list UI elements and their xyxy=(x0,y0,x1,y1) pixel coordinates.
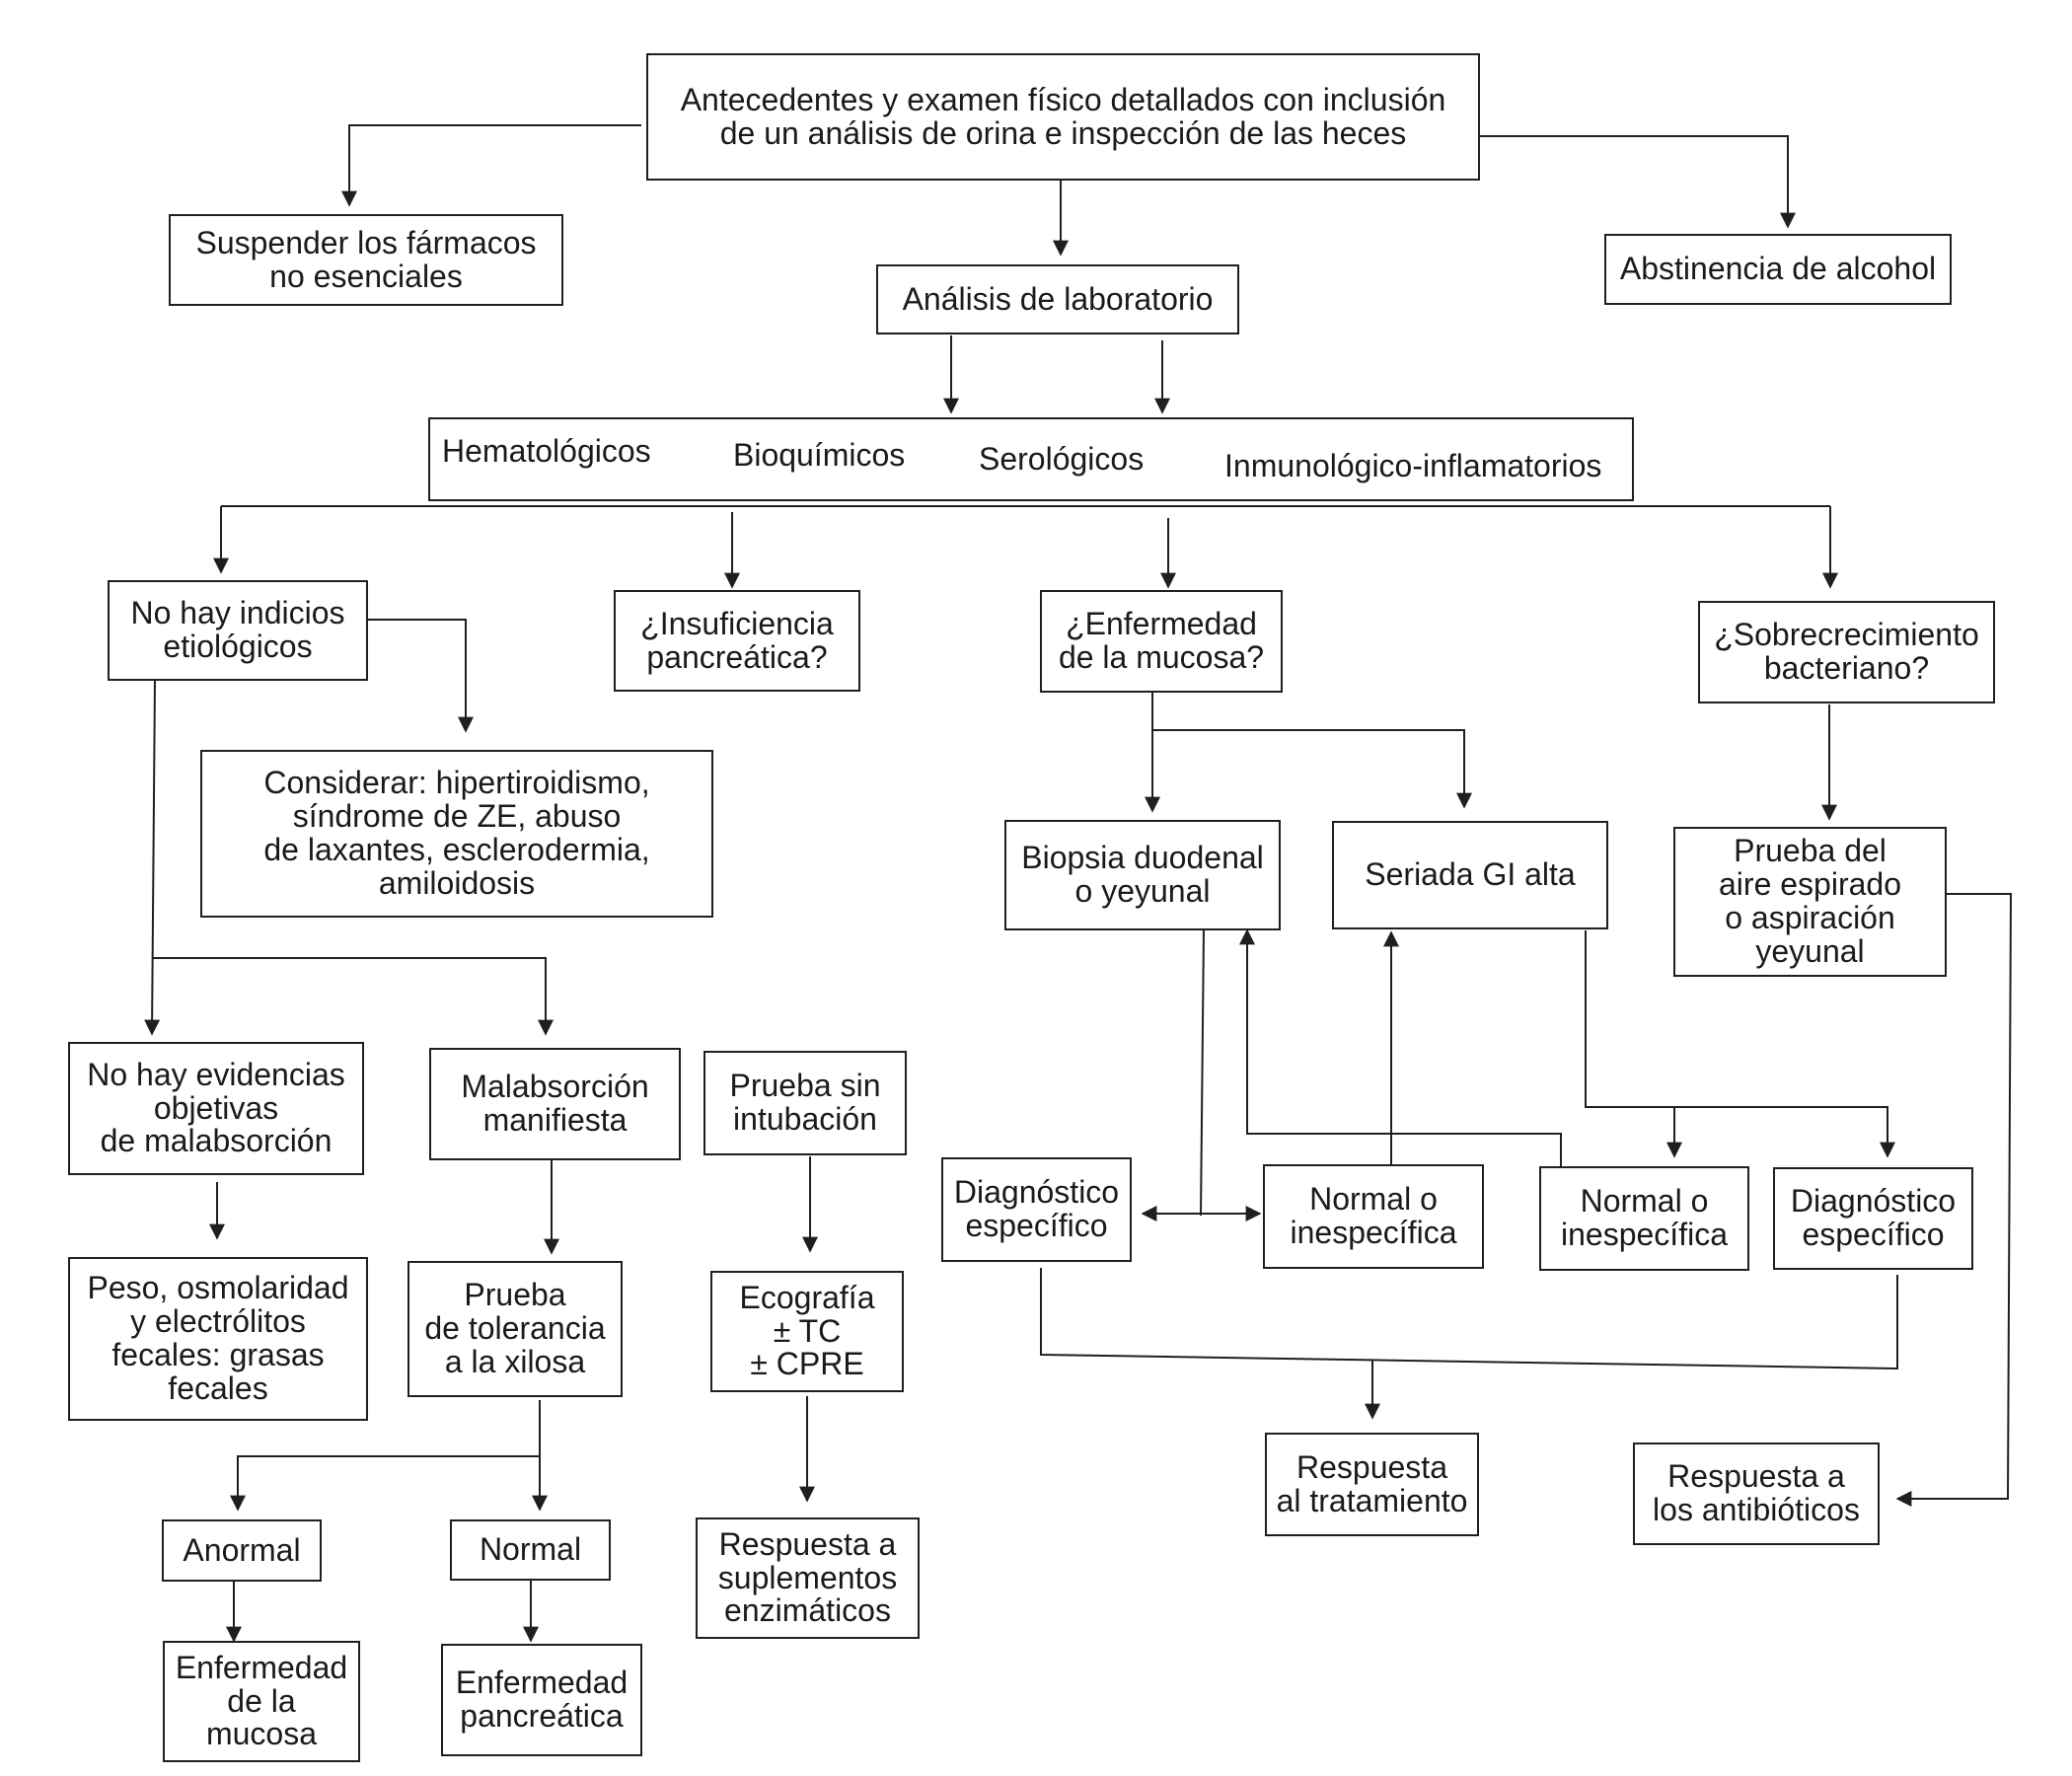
node-specific-dx-right-text: Diagnóstico específico xyxy=(1790,1183,1957,1252)
node-consider-text: Considerar: hipertiroidismo, síndrome de… xyxy=(263,765,650,901)
node-normal-right-text: Normal o inespecífica xyxy=(1561,1183,1728,1252)
node-pancreatic-insufficiency-text: ¿Insuficiencia pancreática? xyxy=(640,605,834,675)
arrow-no-clues-to-consider xyxy=(367,619,474,733)
node-xylose-text: Prueba de tolerancia a la xilosa xyxy=(424,1277,606,1379)
arrow-breath-to-antibiotic xyxy=(1895,893,2013,1507)
node-normal-text: Normal xyxy=(479,1531,582,1568)
node-enzyme-response-text: Respuesta a suplementos enzimáticos xyxy=(717,1525,898,1629)
node-normal-left: Normal o inespecífica xyxy=(1263,1164,1484,1269)
node-mucosal-disease-text: Enfermedad de la mucosa xyxy=(175,1649,348,1752)
node-biopsy-text: Biopsia duodenal o yeyunal xyxy=(1021,840,1264,909)
node-xylose: Prueba de tolerancia a la xilosa xyxy=(407,1261,623,1397)
node-imaging-text: Ecografía ± TC ± CPRE xyxy=(739,1279,875,1382)
biopsy-down xyxy=(1200,928,1205,1217)
node-stop-drugs-text: Suspender los fármacos no esenciales xyxy=(195,224,537,294)
node-tubeless-text: Prueba sin intubación xyxy=(729,1068,881,1137)
node-specific-dx-left: Diagnóstico específico xyxy=(941,1157,1132,1262)
node-breath-test-text: Prueba del aire espirado o aspiración ye… xyxy=(1719,833,1901,969)
xylose-split xyxy=(230,1400,541,1512)
node-mucosa-question-text: ¿Enfermedad de la mucosa? xyxy=(1058,606,1265,675)
node-no-clues-text: No hay indicios etiológicos xyxy=(130,595,345,664)
node-consider: Considerar: hipertiroidismo, síndrome de… xyxy=(200,750,713,918)
arrow-start-to-alcohol xyxy=(1478,135,1796,229)
mucosa-split xyxy=(1151,691,1472,809)
node-imaging: Ecografía ± TC ± CPRE xyxy=(710,1271,904,1392)
arrow-no-clues-to-manifest xyxy=(153,957,554,1036)
node-overgrowth-text: ¿Sobrecrecimiento bacteriano? xyxy=(1714,617,1979,686)
node-mucosal-disease: Enfermedad de la mucosa xyxy=(163,1641,360,1762)
node-lab-analysis-text: Análisis de laboratorio xyxy=(902,280,1214,317)
node-tubeless: Prueba sin intubación xyxy=(703,1051,907,1155)
node-pancreatic-disease: Enfermedad pancreática xyxy=(441,1644,642,1756)
arrow-start-to-stop-drugs xyxy=(341,124,641,207)
upper-gi-down xyxy=(1585,930,1895,1158)
arrow-normal-right-to-biopsy xyxy=(1239,928,1562,1167)
arrow-no-clues-to-no-evidence xyxy=(144,679,161,1036)
node-fecal: Peso, osmolaridad y electrólitos fecales… xyxy=(68,1257,368,1421)
node-alcohol-text: Abstinencia de alcohol xyxy=(1619,251,1937,287)
node-upper-gi: Seriada GI alta xyxy=(1332,821,1608,929)
node-treatment-response: Respuesta al tratamiento xyxy=(1265,1433,1479,1536)
node-manifest-text: Malabsorción manifiesta xyxy=(461,1069,649,1138)
node-antibiotic-response: Respuesta a los antibióticos xyxy=(1633,1443,1880,1545)
node-treatment-response-text: Respuesta al tratamiento xyxy=(1276,1448,1468,1518)
node-mucosa-question: ¿Enfermedad de la mucosa? xyxy=(1040,590,1283,693)
node-breath-test: Prueba del aire espirado o aspiración ye… xyxy=(1673,827,1947,977)
node-lab-types: Hematológicos Bioquímicos Serológicos In… xyxy=(428,417,1634,501)
node-no-evidence-text: No hay evidencias objetivas de malabsorc… xyxy=(87,1056,345,1159)
node-stop-drugs: Suspender los fármacos no esenciales xyxy=(169,214,563,306)
node-fecal-text: Peso, osmolaridad y electrólitos fecales… xyxy=(87,1270,349,1406)
node-antibiotic-response-text: Respuesta a los antibióticos xyxy=(1653,1458,1860,1527)
specific-dx-merge xyxy=(1040,1268,1898,1370)
lab-type-biochemical: Bioquímicos xyxy=(733,437,906,473)
node-overgrowth: ¿Sobrecrecimiento bacteriano? xyxy=(1698,601,1995,703)
lab-type-hematologic: Hematológicos xyxy=(442,433,651,469)
lab-type-immunologic: Inmunológico-inflamatorios xyxy=(1224,448,1602,483)
node-abnormal-text: Anormal xyxy=(183,1531,301,1568)
node-history-exam-text: Antecedentes y examen físico detallados … xyxy=(680,81,1446,151)
node-no-clues: No hay indicios etiológicos xyxy=(108,580,368,681)
node-manifest: Malabsorción manifiesta xyxy=(429,1048,681,1160)
node-alcohol: Abstinencia de alcohol xyxy=(1604,234,1952,305)
node-biopsy: Biopsia duodenal o yeyunal xyxy=(1004,820,1281,930)
lab-type-serologic: Serológicos xyxy=(979,441,1145,477)
node-pancreatic-disease-text: Enfermedad pancreática xyxy=(455,1665,629,1734)
node-normal: Normal xyxy=(450,1519,611,1581)
node-no-evidence: No hay evidencias objetivas de malabsorc… xyxy=(68,1042,364,1175)
node-abnormal: Anormal xyxy=(162,1519,322,1582)
node-history-exam: Antecedentes y examen físico detallados … xyxy=(646,53,1480,181)
node-enzyme-response: Respuesta a suplementos enzimáticos xyxy=(696,1517,920,1639)
node-normal-left-text: Normal o inespecífica xyxy=(1290,1181,1457,1250)
node-upper-gi-text: Seriada GI alta xyxy=(1365,856,1576,893)
node-specific-dx-left-text: Diagnóstico específico xyxy=(953,1174,1120,1243)
node-lab-analysis: Análisis de laboratorio xyxy=(876,264,1239,334)
node-normal-right: Normal o inespecífica xyxy=(1539,1166,1749,1271)
node-specific-dx-right: Diagnóstico específico xyxy=(1773,1167,1973,1270)
node-pancreatic-insufficiency: ¿Insuficiencia pancreática? xyxy=(614,590,860,692)
